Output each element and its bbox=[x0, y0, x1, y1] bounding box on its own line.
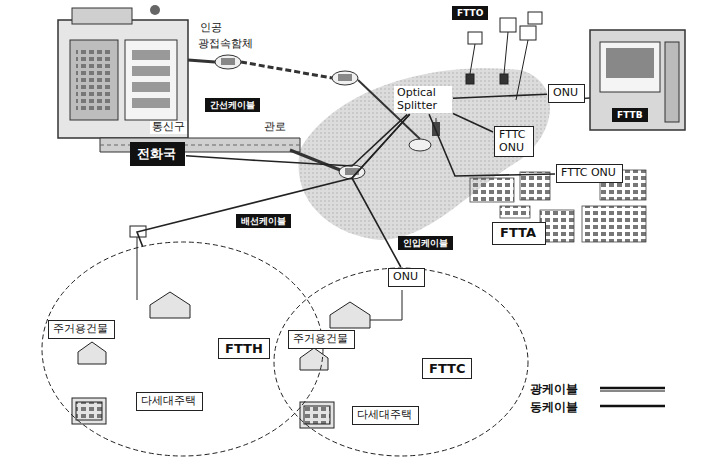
onu-box: ONU bbox=[388, 268, 425, 287]
node-text: FTTC ONU bbox=[499, 129, 529, 154]
central-office-building bbox=[58, 5, 188, 138]
building-label: 주거용건물 bbox=[288, 330, 355, 349]
region-name: FTTC bbox=[422, 358, 472, 379]
onu-box: FTTC ONU bbox=[556, 164, 623, 183]
area-tag: FTTO bbox=[452, 6, 488, 20]
cable-tag: 인입케이블 bbox=[398, 236, 453, 250]
region-outline bbox=[40, 240, 325, 458]
office-label: 전화국 bbox=[130, 142, 185, 166]
house bbox=[72, 292, 370, 428]
optical-cable-line bbox=[186, 114, 407, 166]
cable-tag: 간선케이블 bbox=[205, 98, 260, 112]
node-text: 다세대주택 bbox=[357, 409, 414, 422]
optical-cable-line bbox=[453, 114, 493, 132]
legend-text: 광케이블 bbox=[528, 381, 580, 398]
node-text: FTTA bbox=[500, 226, 538, 241]
node-text: 다세대주택 bbox=[141, 395, 198, 408]
area-tag: FTTA bbox=[492, 222, 546, 245]
node-text: FTTC ONU bbox=[561, 167, 618, 180]
cable-tag: 배선케이블 bbox=[236, 214, 291, 228]
building-label: 주거용건물 bbox=[48, 320, 115, 339]
optical-splitter-symbol bbox=[432, 118, 440, 136]
onu-box: ONU bbox=[548, 84, 585, 103]
node-text: 주거용건물 bbox=[53, 323, 110, 336]
region-name: FTTH bbox=[218, 338, 270, 359]
part-name: 관로 bbox=[262, 121, 288, 134]
office-terminal bbox=[466, 12, 542, 100]
service-area bbox=[298, 68, 550, 240]
part-name: 광접속함체 bbox=[196, 38, 255, 51]
onu-box: FTTC ONU bbox=[494, 126, 534, 157]
optical-cable-line bbox=[429, 114, 555, 176]
legend-line-sample bbox=[600, 388, 665, 406]
optical-cable-line bbox=[453, 94, 547, 98]
optical-cable bbox=[188, 60, 420, 170]
office-building bbox=[560, 30, 685, 130]
legend-text: 동케이블 bbox=[528, 399, 580, 416]
area-tag: FTTB bbox=[612, 108, 648, 122]
node-text: Optical Splitter bbox=[397, 87, 449, 112]
building-label: 다세대주택 bbox=[352, 406, 419, 425]
region-outline bbox=[272, 266, 530, 458]
optical-cable-line bbox=[137, 114, 410, 246]
building-label: 다세대주택 bbox=[136, 392, 203, 411]
splitter-label: Optical Splitter bbox=[394, 86, 452, 113]
node-text: 전화국 bbox=[137, 145, 178, 163]
service-region: FTTH 주거용건물다세대주택 bbox=[40, 240, 325, 458]
drop-cable bbox=[137, 237, 402, 320]
part-name: 인공 bbox=[198, 22, 224, 35]
node-text: ONU bbox=[553, 87, 580, 100]
node-text: ONU bbox=[393, 271, 420, 284]
service-region: FTTC ONU 주거용건물다세대주택 bbox=[272, 266, 530, 458]
node-text: 주거용건물 bbox=[293, 333, 350, 346]
part-name: 통신구 bbox=[150, 121, 187, 134]
